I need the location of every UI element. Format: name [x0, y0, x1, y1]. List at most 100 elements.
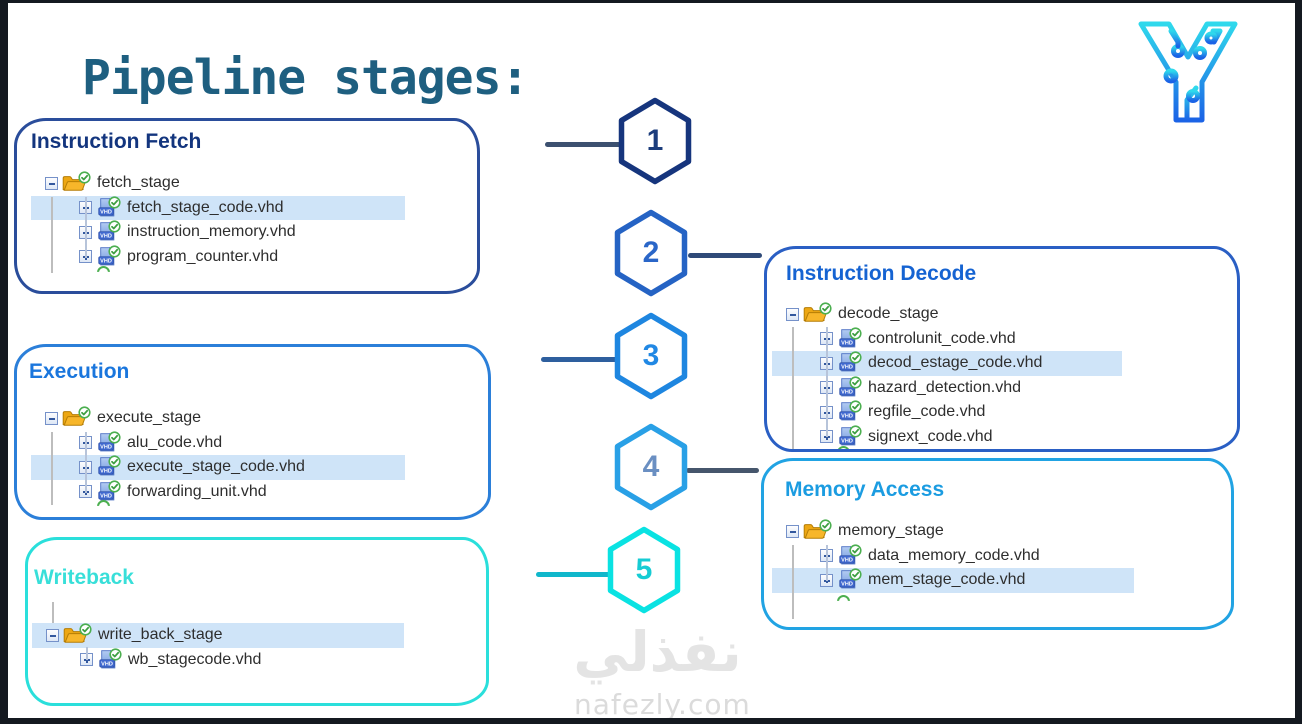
watermark-arabic: نفذلي	[573, 620, 742, 684]
check-badge-icon	[109, 648, 122, 661]
tree-row-file[interactable]: wb_stagecode.vhd	[32, 648, 404, 673]
stage-title-execution: Execution	[29, 360, 130, 383]
tree-row-file-selected[interactable]: fetch_stage_code.vhd	[31, 195, 405, 220]
tree-guide-line	[85, 432, 87, 493]
page-title: Pipeline stages:	[82, 50, 529, 107]
screen-edge-bottom	[0, 718, 1302, 724]
connector-step-1	[545, 142, 622, 147]
tree-row-folder[interactable]: fetch_stage	[31, 171, 405, 196]
tree-guide-line	[792, 327, 794, 449]
tree-item-label: data_memory_code.vhd	[868, 546, 1040, 564]
check-badge-icon	[849, 351, 862, 364]
watermark-domain: nafezly.com	[574, 688, 751, 721]
collapse-expander-icon[interactable]	[45, 411, 58, 425]
stage-title-memory-access: Memory Access	[785, 478, 945, 501]
step-number: 1	[646, 124, 664, 157]
tree-row-file[interactable]: forwarding_unit.vhd	[31, 480, 405, 505]
tree-guide-line	[85, 197, 87, 258]
screen-edge-left	[0, 0, 8, 724]
stage-title-instruction-decode: Instruction Decode	[786, 262, 977, 285]
tree-item-label: regfile_code.vhd	[868, 403, 986, 421]
stage-title-instruction-fetch: Instruction Fetch	[31, 130, 202, 153]
stage-box-instruction-fetch: Instruction Fetch fetch_stage fetch_stag…	[14, 118, 480, 294]
stage-box-memory-access: Memory Access memory_stage data_memory_c…	[761, 458, 1234, 630]
tree-row-folder[interactable]: decode_stage	[772, 302, 1122, 327]
tree-item-label: forwarding_unit.vhd	[127, 482, 267, 500]
tree-row-file[interactable]: hazard_detection.vhd	[772, 376, 1122, 401]
collapse-expander-icon[interactable]	[786, 524, 799, 538]
clipped-check-icon	[837, 446, 850, 449]
stage-box-execution: Execution execute_stage alu_code.vhd exe…	[14, 344, 491, 520]
check-badge-icon	[108, 196, 121, 209]
project-tree: execute_stage alu_code.vhd execute_stage…	[31, 406, 405, 504]
project-tree: decode_stage controlunit_code.vhd decod_…	[772, 302, 1122, 449]
tree-item-label: mem_stage_code.vhd	[868, 571, 1026, 589]
tree-row-file[interactable]: program_counter.vhd	[31, 245, 405, 270]
check-badge-icon	[849, 376, 862, 389]
tree-guide-line	[826, 545, 828, 581]
check-badge-icon	[108, 431, 121, 444]
connector-step-2	[688, 253, 762, 258]
tree-item-label: fetch_stage	[97, 174, 180, 192]
tree-row-folder[interactable]: memory_stage	[772, 519, 1134, 544]
tree-item-label: hazard_detection.vhd	[868, 378, 1021, 396]
collapse-expander-icon[interactable]	[786, 307, 799, 321]
check-badge-icon	[108, 220, 121, 233]
tree-row-file[interactable]: controlunit_code.vhd	[772, 327, 1122, 352]
check-badge-icon	[849, 544, 862, 557]
tree-row-file-selected[interactable]: decod_estage_code.vhd	[772, 351, 1122, 376]
collapse-expander-icon[interactable]	[45, 176, 58, 190]
check-badge-icon	[108, 480, 121, 493]
step-badge-2: 2	[614, 209, 688, 297]
check-badge-icon	[108, 455, 121, 468]
project-tree: fetch_stage fetch_stage_code.vhd instruc…	[31, 171, 405, 269]
tree-item-label: execute_stage	[97, 409, 202, 427]
clipped-check-icon	[97, 266, 110, 272]
project-tree: write_back_stage wb_stagecode.vhd	[32, 623, 404, 672]
stage-box-instruction-decode: Instruction Decode decode_stage controlu…	[764, 246, 1240, 452]
check-badge-icon	[79, 623, 92, 636]
check-badge-icon	[819, 302, 832, 315]
connector-step-5	[536, 572, 611, 577]
tree-guide-line	[52, 602, 54, 623]
tree-row-file[interactable]: alu_code.vhd	[31, 431, 405, 456]
tree-guide-line	[826, 327, 828, 437]
tree-item-label: wb_stagecode.vhd	[128, 650, 262, 668]
tree-row-file[interactable]: signext_code.vhd	[772, 425, 1122, 450]
circuit-y-logo	[1138, 21, 1238, 123]
tree-row-folder[interactable]: execute_stage	[31, 406, 405, 431]
connector-step-3	[541, 357, 618, 362]
tree-row-file-selected[interactable]: execute_stage_code.vhd	[31, 455, 405, 480]
screen-edge-top	[0, 0, 1302, 3]
tree-item-label: decod_estage_code.vhd	[868, 354, 1043, 372]
tree-item-label: controlunit_code.vhd	[868, 329, 1016, 347]
tree-item-label: execute_stage_code.vhd	[127, 458, 305, 476]
tree-row-folder-selected[interactable]: write_back_stage	[32, 623, 404, 648]
step-number: 2	[642, 236, 660, 269]
step-badge-1: 1	[618, 97, 692, 185]
step-badge-5: 5	[607, 526, 681, 614]
screen-edge-right	[1295, 0, 1302, 724]
check-badge-icon	[849, 400, 862, 413]
tree-item-label: program_counter.vhd	[127, 247, 279, 265]
tree-guide-line	[51, 197, 53, 273]
tree-row-file[interactable]: regfile_code.vhd	[772, 400, 1122, 425]
connector-step-4	[686, 468, 759, 473]
tree-guide-line	[51, 432, 53, 505]
check-badge-icon	[819, 519, 832, 532]
tree-item-label: instruction_memory.vhd	[127, 223, 296, 241]
check-badge-icon	[78, 406, 91, 419]
clipped-check-icon	[837, 595, 850, 601]
step-badge-4: 4	[614, 423, 688, 511]
check-badge-icon	[849, 425, 862, 438]
collapse-expander-icon[interactable]	[46, 628, 59, 642]
check-badge-icon	[849, 568, 862, 581]
check-badge-icon	[78, 171, 91, 184]
tree-row-file[interactable]: instruction_memory.vhd	[31, 220, 405, 245]
stage-box-writeback: Writeback write_back_stage wb_stagecode.…	[25, 537, 489, 706]
tree-item-label: decode_stage	[838, 305, 939, 323]
tree-item-label: alu_code.vhd	[127, 433, 223, 451]
tree-row-file[interactable]: data_memory_code.vhd	[772, 544, 1134, 569]
step-number: 4	[642, 450, 660, 483]
